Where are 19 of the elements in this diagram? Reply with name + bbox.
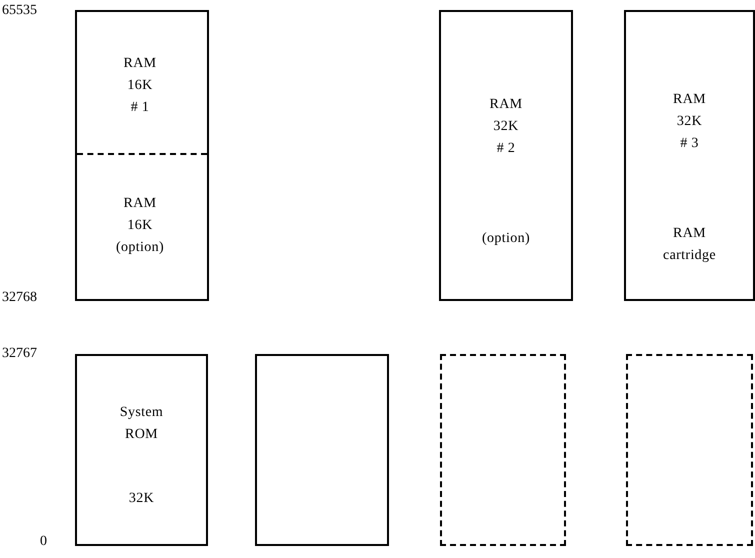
block-label: RAM 32K # 3 <box>672 91 707 153</box>
block-label: RAM 32K # 2 <box>488 96 524 158</box>
memory-block <box>75 10 209 301</box>
block-label: System ROM <box>118 404 164 444</box>
memory-block <box>439 10 573 301</box>
memory-block <box>75 354 208 546</box>
block-label: RAM 16K # 1 <box>122 55 158 117</box>
empty-memory-block <box>440 354 566 546</box>
empty-memory-block <box>626 354 753 546</box>
empty-memory-block <box>255 354 389 546</box>
address-label: 32768 <box>2 289 37 307</box>
address-label: 32767 <box>2 345 37 363</box>
block-label: RAM 16K (option) <box>115 195 165 257</box>
block-label: 32K <box>128 490 156 508</box>
address-label: 65535 <box>2 2 37 20</box>
memory-block <box>624 10 755 301</box>
block-label: RAM cartridge <box>662 225 717 265</box>
address-label: 0 <box>40 533 47 551</box>
block-label: (option) <box>481 230 531 248</box>
